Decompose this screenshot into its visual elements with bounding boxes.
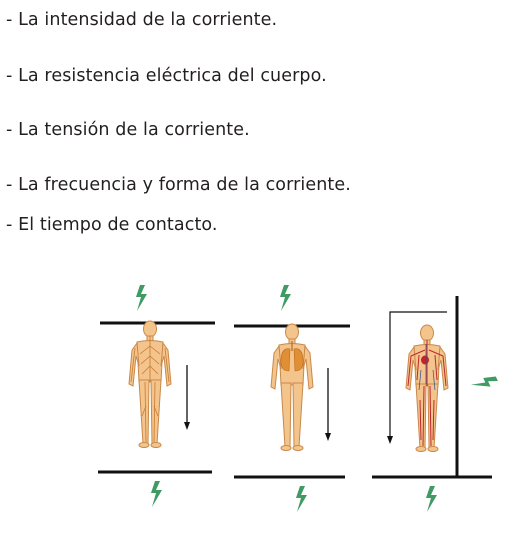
lightning-bolt-icon — [151, 481, 162, 507]
lightning-bolt-icon — [280, 285, 291, 311]
arrow-down-icon — [325, 433, 331, 441]
list-item: - La tensión de la corriente. — [6, 120, 250, 140]
human-figure-icon — [270, 323, 314, 451]
list-item: - El tiempo de contacto. — [6, 215, 218, 235]
arrow-down-icon — [387, 436, 393, 444]
arrow-down-icon — [184, 422, 190, 430]
figure-circulatory-system — [372, 296, 499, 512]
human-figure-icon — [405, 324, 449, 452]
current-path-illustration — [98, 285, 499, 512]
human-figure-icon — [128, 320, 172, 448]
list-item: - La frecuencia y forma de la corriente. — [6, 175, 351, 195]
figure-nervous-system — [98, 285, 215, 507]
list-item: - La intensidad de la corriente. — [6, 10, 278, 30]
list-item: - La resistencia eléctrica del cuerpo. — [6, 66, 327, 86]
figure-respiratory-system — [234, 285, 350, 512]
lightning-bolt-icon — [426, 486, 437, 512]
lightning-bolt-icon — [470, 372, 499, 394]
lightning-bolt-icon — [136, 285, 147, 311]
lightning-bolt-icon — [296, 486, 307, 512]
